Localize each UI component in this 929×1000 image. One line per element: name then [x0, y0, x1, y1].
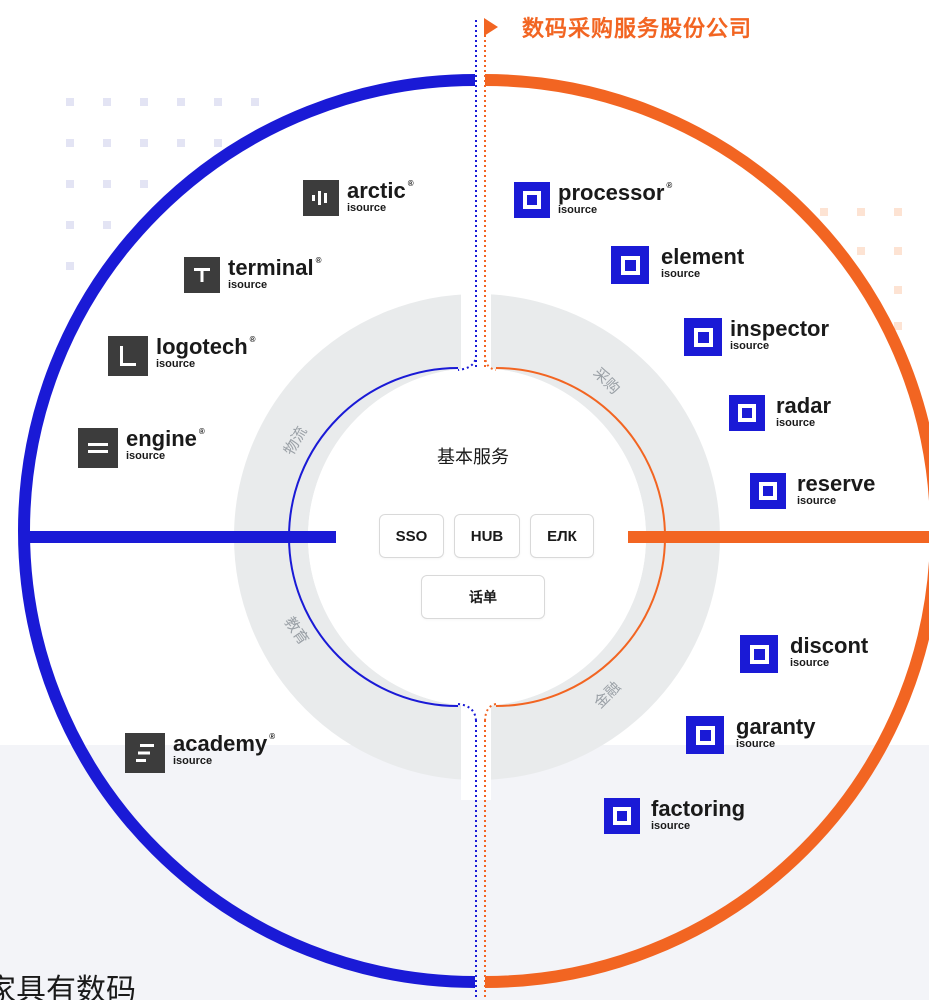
- square-icon: [740, 635, 778, 673]
- brand-name: engine: [126, 426, 197, 451]
- brand-name: discont: [790, 633, 869, 658]
- company-title: 数码采购服务股份公司: [484, 10, 752, 44]
- brand-name: terminal: [228, 255, 314, 280]
- brand-sub: isource: [736, 738, 776, 750]
- square-icon: [729, 395, 765, 431]
- brand-sub: isource: [173, 755, 213, 767]
- brand-logotech[interactable]: logotech® isource: [108, 336, 256, 376]
- brand-engine[interactable]: engine® isource: [78, 428, 205, 468]
- company-title-text: 数码采购服务股份公司: [522, 17, 753, 42]
- brand-name: inspector: [730, 316, 830, 341]
- registered-mark: ®: [249, 335, 256, 344]
- service-pill-elk[interactable]: ЕЛК: [530, 514, 594, 558]
- brand-processor[interactable]: processor® isource: [514, 182, 672, 218]
- square-icon: [604, 798, 640, 834]
- bars-icon: [303, 180, 339, 216]
- brand-sub: isource: [228, 279, 268, 291]
- brand-name: element: [661, 244, 745, 269]
- dotted-connector-top-orange: [484, 354, 497, 371]
- brand-sub: isource: [730, 340, 770, 352]
- registered-mark: ®: [315, 256, 322, 265]
- brand-name: academy: [173, 731, 268, 756]
- registered-mark: ®: [198, 427, 205, 436]
- registered-mark: ®: [269, 732, 276, 741]
- inner-arc-blue: [288, 367, 459, 707]
- brand-name: processor: [558, 180, 665, 205]
- equals-icon: [78, 428, 118, 468]
- brand-sub: isource: [661, 268, 701, 280]
- square-icon: [611, 246, 649, 284]
- dotted-connector-top-blue: [457, 354, 477, 371]
- square-icon: [514, 182, 550, 218]
- brand-sub: isource: [347, 202, 387, 214]
- brand-sub: isource: [776, 417, 816, 429]
- brand-name: factoring: [651, 796, 746, 821]
- brand-name: radar: [776, 393, 832, 418]
- brand-name: arctic: [347, 178, 406, 203]
- brand-name: garanty: [736, 714, 816, 739]
- service-pill-sso[interactable]: SSO: [379, 514, 444, 558]
- square-icon: [750, 473, 786, 509]
- service-pill-hub[interactable]: HUB: [454, 514, 520, 558]
- brand-reserve[interactable]: reserve isource: [750, 473, 875, 509]
- brand-academy[interactable]: academy® isource: [125, 733, 275, 773]
- dotted-connector-bottom-blue: [457, 703, 477, 723]
- brand-inspector[interactable]: inspector isource: [684, 318, 829, 356]
- ring-gap-top: [461, 285, 491, 410]
- brand-sub: isource: [126, 450, 166, 462]
- brand-element[interactable]: element isource: [611, 246, 744, 284]
- brand-discont[interactable]: discont isource: [740, 635, 868, 673]
- brand-arctic[interactable]: arctic® isource: [303, 180, 414, 216]
- dotted-connector-bottom-orange: [484, 703, 497, 723]
- brand-sub: isource: [651, 820, 691, 832]
- brand-sub: isource: [156, 358, 196, 370]
- brand-terminal[interactable]: terminal® isource: [184, 257, 322, 293]
- triangle-arrow-icon: [484, 18, 498, 36]
- l-corner-icon: [108, 336, 148, 376]
- t-letter-icon: [184, 257, 220, 293]
- service-pill-billing[interactable]: 话单: [421, 575, 545, 619]
- brand-name: reserve: [797, 471, 876, 496]
- footer-caption: 家具有数码: [0, 973, 136, 1000]
- inner-arc-orange: [495, 367, 666, 707]
- brand-radar[interactable]: radar isource: [729, 395, 831, 431]
- brand-sub: isource: [797, 495, 837, 507]
- brand-factoring[interactable]: factoring isource: [604, 798, 745, 834]
- e-steps-icon: [125, 733, 165, 773]
- outer-arc-orange: [484, 74, 929, 988]
- registered-mark: ®: [407, 179, 414, 188]
- brand-name: logotech: [156, 334, 248, 359]
- outer-arc-blue: [18, 74, 476, 988]
- decorative-dot-grid-right: [820, 208, 929, 333]
- registered-mark: ®: [666, 181, 673, 190]
- brand-sub: isource: [790, 657, 830, 669]
- brand-sub: isource: [558, 204, 598, 216]
- core-services-title: 基本服务: [437, 447, 509, 468]
- square-icon: [686, 716, 724, 754]
- brand-garanty[interactable]: garanty isource: [686, 716, 815, 754]
- decorative-dot-grid-left: [66, 98, 286, 308]
- square-icon: [684, 318, 722, 356]
